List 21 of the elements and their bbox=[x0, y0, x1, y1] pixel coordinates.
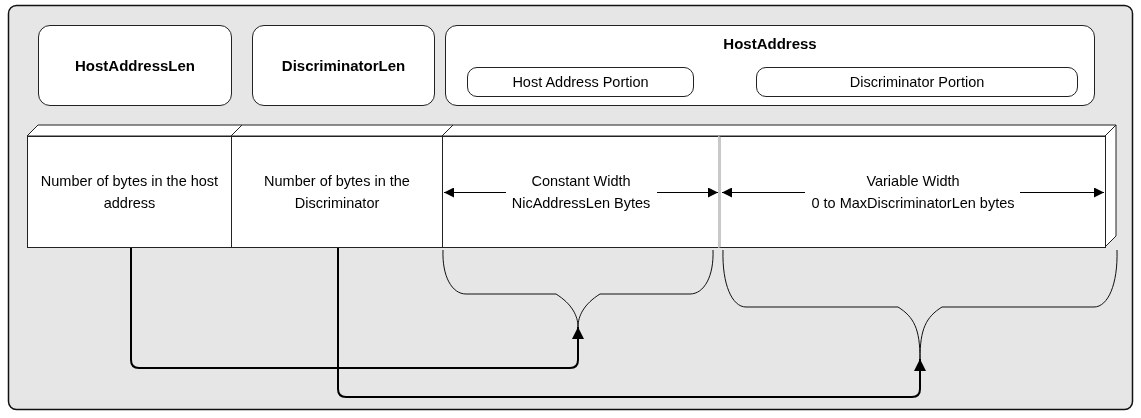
cell-text: 0 to MaxDiscriminatorLen bytes bbox=[811, 194, 1015, 213]
cell-text: NicAddressLen Bytes bbox=[511, 194, 651, 213]
cell-text: Number of bytes in the host address bbox=[39, 172, 220, 213]
packet-cell bbox=[442, 136, 719, 248]
cell-text: Constant Width bbox=[531, 172, 631, 191]
cell-text: Number of bytes in the Discriminator bbox=[263, 172, 411, 213]
portion-box: Host Address Portion bbox=[467, 67, 694, 97]
curly-brace bbox=[722, 250, 1118, 359]
field-box bbox=[38, 25, 232, 106]
portion-box: Discriminator Portion bbox=[756, 67, 1078, 97]
field-group-box bbox=[445, 25, 1095, 106]
curly-brace bbox=[442, 250, 714, 327]
arrow bbox=[337, 247, 926, 398]
field-box bbox=[252, 25, 435, 106]
arrow bbox=[130, 247, 584, 369]
field-name: HostAddress bbox=[722, 35, 818, 52]
field-name: HostAddressLen bbox=[75, 57, 195, 74]
packet-cell bbox=[27, 136, 232, 248]
packet-cell bbox=[231, 136, 443, 248]
field-name: DiscriminatorLen bbox=[281, 57, 406, 74]
cell-text: Variable Width bbox=[866, 172, 960, 191]
